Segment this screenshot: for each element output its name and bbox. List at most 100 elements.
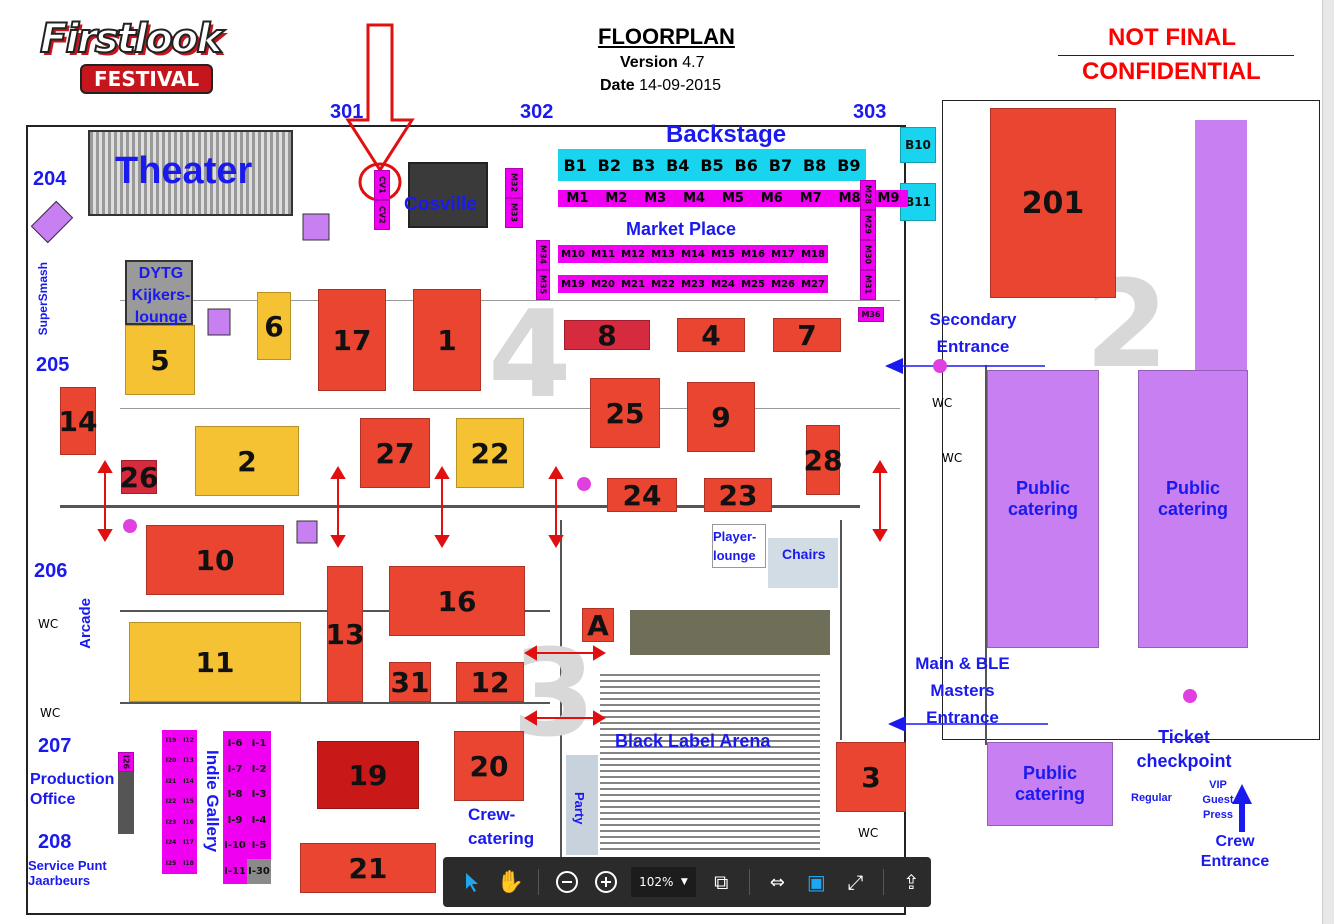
booth-B4[interactable]: B4 (666, 155, 690, 175)
booth-I-8[interactable]: I-8 (223, 782, 247, 808)
booth-m30[interactable]: M30 (860, 240, 876, 270)
booth-b22[interactable]: 22 (456, 418, 524, 488)
booth-b17[interactable]: 17 (318, 289, 386, 391)
booth-b2[interactable]: 2 (195, 426, 299, 496)
booth-B8[interactable]: B8 (802, 155, 827, 175)
share-button[interactable]: ⇪ (895, 865, 928, 899)
booth-M3[interactable]: M3 (644, 191, 667, 206)
booth-I23[interactable]: I23 (162, 812, 180, 833)
booth-M11[interactable]: M11 (591, 248, 615, 260)
booth-b12[interactable]: 12 (456, 662, 524, 702)
booth-I12[interactable]: I12 (180, 730, 197, 751)
booth-bA[interactable]: A (582, 608, 614, 642)
public-catering-south[interactable]: Public catering (987, 742, 1113, 826)
booth-b14[interactable]: 14 (59, 387, 97, 455)
booth-M18[interactable]: M18 (801, 248, 825, 260)
scrollbar[interactable] (1322, 0, 1334, 924)
booth-M26[interactable]: M26 (771, 278, 795, 290)
booth-M27[interactable]: M27 (801, 278, 825, 290)
booth-M15[interactable]: M15 (711, 248, 735, 260)
booth-M17[interactable]: M17 (771, 248, 795, 260)
booth-cv1[interactable]: CV1 (374, 170, 390, 200)
booth-m32[interactable]: M32 (505, 168, 523, 198)
public-catering-right[interactable]: Public catering (1138, 370, 1248, 648)
public-catering-left[interactable]: Public catering (987, 370, 1099, 648)
booth-M20[interactable]: M20 (591, 278, 615, 290)
booth-I-10[interactable]: I-10 (223, 833, 247, 859)
booth-b23[interactable]: 23 (704, 478, 772, 512)
booth-M25[interactable]: M25 (741, 278, 765, 290)
booth-I16[interactable]: I16 (180, 812, 197, 833)
booth-M14[interactable]: M14 (681, 248, 705, 260)
booth-I-11[interactable]: I-11 (223, 858, 247, 884)
booth-m31[interactable]: M31 (860, 270, 876, 300)
booth-b28[interactable]: 28 (804, 425, 842, 495)
booth-I25[interactable]: I25 (162, 853, 180, 874)
booth-b201[interactable]: 201 (990, 108, 1116, 298)
booth-I-5[interactable]: I-5 (247, 833, 271, 859)
booth-m35[interactable]: M35 (536, 270, 550, 300)
booth-I20[interactable]: I20 (162, 750, 180, 771)
booth-b3[interactable]: 3 (836, 742, 906, 812)
zoom-out-button[interactable] (550, 865, 583, 899)
booth-I-9[interactable]: I-9 (223, 807, 247, 833)
booth-b5[interactable]: 5 (125, 325, 195, 395)
booth-M13[interactable]: M13 (651, 248, 675, 260)
booth-cv2[interactable]: CV2 (374, 200, 390, 230)
booth-M21[interactable]: M21 (621, 278, 645, 290)
booth-m28[interactable]: M28 (860, 180, 876, 210)
booth-I-6[interactable]: I-6 (223, 731, 247, 757)
booth-M6[interactable]: M6 (760, 191, 783, 206)
booth-b16[interactable]: 16 (389, 566, 525, 636)
booth-b8[interactable]: 8 (564, 319, 650, 352)
booth-I-4[interactable]: I-4 (247, 807, 271, 833)
page-view-button[interactable]: ⧉ (705, 865, 738, 899)
hand-tool-button[interactable]: ✋ (494, 865, 527, 899)
booth-I19[interactable]: I19 (162, 730, 180, 751)
zoom-level-select[interactable]: 102%▼ (631, 867, 696, 897)
booth-b27[interactable]: 27 (360, 418, 430, 488)
booth-I18[interactable]: I18 (180, 853, 197, 874)
booth-M16[interactable]: M16 (741, 248, 765, 260)
booth-M22[interactable]: M22 (651, 278, 675, 290)
booth-M12[interactable]: M12 (621, 248, 645, 260)
booth-I14[interactable]: I14 (180, 771, 197, 792)
fullscreen-button[interactable]: ⤢ (839, 865, 872, 899)
booth-b24[interactable]: 24 (607, 478, 677, 512)
booth-b11[interactable]: 11 (129, 622, 301, 702)
fit-width-button[interactable]: ⇔ (761, 865, 794, 899)
booth-B9[interactable]: B9 (837, 155, 861, 175)
booth-b20[interactable]: 20 (454, 731, 524, 801)
booth-B1[interactable]: B1 (563, 155, 587, 175)
fit-page-button[interactable]: ▣ (800, 865, 833, 899)
select-tool-button[interactable] (455, 865, 488, 899)
booth-I24[interactable]: I24 (162, 832, 180, 853)
booth-M5[interactable]: M5 (721, 191, 744, 206)
booth-I-1[interactable]: I-1 (247, 731, 271, 757)
booth-b4[interactable]: 4 (677, 318, 745, 352)
booth-b6[interactable]: 6 (257, 292, 291, 360)
booth-M19[interactable]: M19 (561, 278, 585, 290)
booth-I17[interactable]: I17 (180, 832, 197, 853)
booth-b1[interactable]: 1 (413, 289, 481, 391)
booth-M23[interactable]: M23 (681, 278, 705, 290)
booth-m34[interactable]: M34 (536, 240, 550, 270)
booth-I-3[interactable]: I-3 (247, 782, 271, 808)
zoom-in-button[interactable] (589, 865, 622, 899)
booth-M7[interactable]: M7 (799, 191, 822, 206)
booth-I-7[interactable]: I-7 (223, 756, 247, 782)
booth-B5[interactable]: B5 (700, 155, 724, 175)
booth-b10[interactable]: 10 (146, 525, 284, 595)
booth-M8[interactable]: M8 (838, 191, 861, 206)
booth-b25[interactable]: 25 (590, 378, 660, 448)
booth-b21[interactable]: 21 (300, 843, 436, 893)
booth-M2[interactable]: M2 (605, 191, 628, 206)
booth-B7[interactable]: B7 (768, 155, 793, 175)
booth-b31[interactable]: 31 (389, 662, 431, 702)
booth-m29[interactable]: M29 (860, 210, 876, 240)
booth-I21[interactable]: I21 (162, 771, 180, 792)
booth-I22[interactable]: I22 (162, 791, 180, 812)
booth-i26[interactable]: I26 (118, 752, 134, 772)
booth-M24[interactable]: M24 (711, 278, 735, 290)
booth-B3[interactable]: B3 (631, 155, 656, 175)
